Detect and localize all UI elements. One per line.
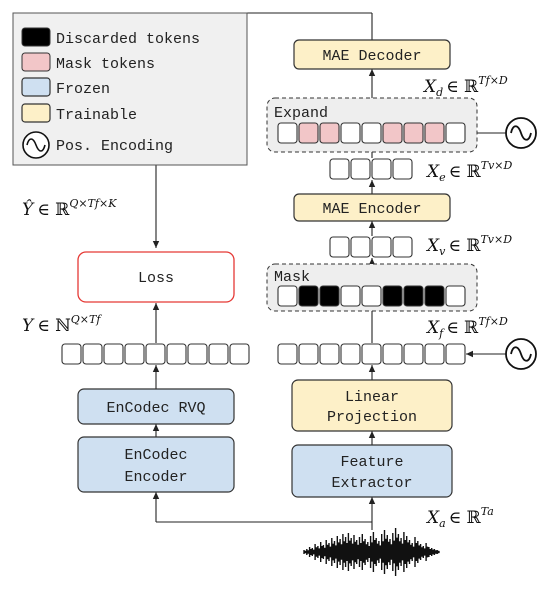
token: [445, 285, 466, 307]
mask-token: [403, 122, 424, 144]
token: [424, 343, 445, 365]
encodec-encoder-label-line1: EnCodec: [124, 447, 187, 464]
xf-token-row: [277, 343, 466, 365]
mask-token-row: [277, 285, 466, 307]
encodec-rvq-block: EnCodec RVQ: [77, 388, 235, 425]
token: [371, 158, 392, 180]
token: [361, 122, 382, 144]
token: [403, 343, 424, 365]
xe-label: Xe∈ ℝTv×D: [425, 159, 513, 184]
token: [166, 343, 187, 365]
token: [340, 343, 361, 365]
discarded-token: [424, 285, 445, 307]
loss-label: Loss: [138, 270, 174, 287]
yhat-label: Ŷ∈ ℝQ×Tf×K: [22, 197, 117, 220]
token: [229, 343, 250, 365]
legend-label-mask: Mask tokens: [56, 56, 155, 73]
legend-swatch-trainable: [21, 103, 51, 123]
token: [350, 236, 371, 258]
mae-decoder-label: MAE Decoder: [322, 48, 421, 65]
token: [124, 343, 145, 365]
encodec-encoder-label-line2: Encoder: [124, 469, 187, 486]
feature-extractor-block: Feature Extractor: [291, 444, 453, 498]
token: [145, 343, 166, 365]
legend-label-discarded: Discarded tokens: [56, 31, 200, 48]
token: [329, 158, 350, 180]
mae-encoder-block: MAE Encoder: [293, 193, 451, 222]
token: [277, 122, 298, 144]
token: [340, 122, 361, 144]
token: [319, 343, 340, 365]
mask-token: [319, 122, 340, 144]
token: [298, 343, 319, 365]
legend-swatch-discarded: [21, 27, 51, 47]
xa-label: Xa∈ ℝTa: [425, 505, 494, 530]
token: [392, 158, 413, 180]
feature-extractor-label-line2: Extractor: [331, 475, 412, 492]
audio-waveform-icon: [303, 528, 440, 576]
token: [208, 343, 229, 365]
mask-token: [424, 122, 445, 144]
linear-projection-label-line1: Linear: [345, 389, 399, 406]
linear-projection-block: Linear Projection: [291, 379, 453, 432]
sine-wave-icon: [505, 117, 537, 149]
encodec-encoder-block: EnCodec Encoder: [77, 436, 235, 493]
token: [445, 343, 466, 365]
token: [103, 343, 124, 365]
token: [371, 236, 392, 258]
expand-label: Expand: [274, 105, 328, 122]
xe-token-row: [329, 158, 413, 180]
token: [340, 285, 361, 307]
feature-extractor-label-line1: Feature: [340, 454, 403, 471]
discarded-token: [382, 285, 403, 307]
token: [82, 343, 103, 365]
legend-label-trainable: Trainable: [56, 107, 137, 124]
token: [277, 285, 298, 307]
legend: Discarded tokens Mask tokens Frozen Trai…: [12, 12, 248, 166]
token: [277, 343, 298, 365]
loss-block: Loss: [77, 251, 235, 303]
token: [187, 343, 208, 365]
sine-wave-icon: [22, 131, 50, 159]
discarded-token: [319, 285, 340, 307]
token: [392, 236, 413, 258]
mask-token: [382, 122, 403, 144]
legend-label-pos-encoding: Pos. Encoding: [56, 138, 173, 155]
discarded-token: [403, 285, 424, 307]
token: [361, 343, 382, 365]
sine-wave-icon: [505, 338, 537, 370]
legend-swatch-mask: [21, 52, 51, 72]
xv-token-row: [329, 236, 413, 258]
token: [361, 285, 382, 307]
token: [350, 158, 371, 180]
legend-panel: [12, 12, 248, 166]
mask-label: Mask: [274, 269, 310, 286]
legend-swatch-frozen: [21, 77, 51, 97]
expand-token-row: [277, 122, 466, 144]
legend-label-frozen: Frozen: [56, 81, 110, 98]
discarded-token: [298, 285, 319, 307]
encodec-rvq-label: EnCodec RVQ: [106, 400, 205, 417]
token: [61, 343, 82, 365]
token: [329, 236, 350, 258]
linear-projection-label-line2: Projection: [327, 409, 417, 426]
mae-encoder-label: MAE Encoder: [322, 201, 421, 218]
y-label: Y∈ ℕQ×Tf: [22, 313, 102, 336]
xd-label: Xd∈ ℝTf×D: [422, 74, 508, 99]
xv-label: Xv∈ ℝTv×D: [425, 233, 512, 258]
mae-decoder-block: MAE Decoder: [293, 39, 451, 70]
token: [382, 343, 403, 365]
mask-token: [298, 122, 319, 144]
y-token-row: [61, 343, 250, 365]
xf-label: Xf∈ ℝTf×D: [425, 315, 508, 340]
token: [445, 122, 466, 144]
